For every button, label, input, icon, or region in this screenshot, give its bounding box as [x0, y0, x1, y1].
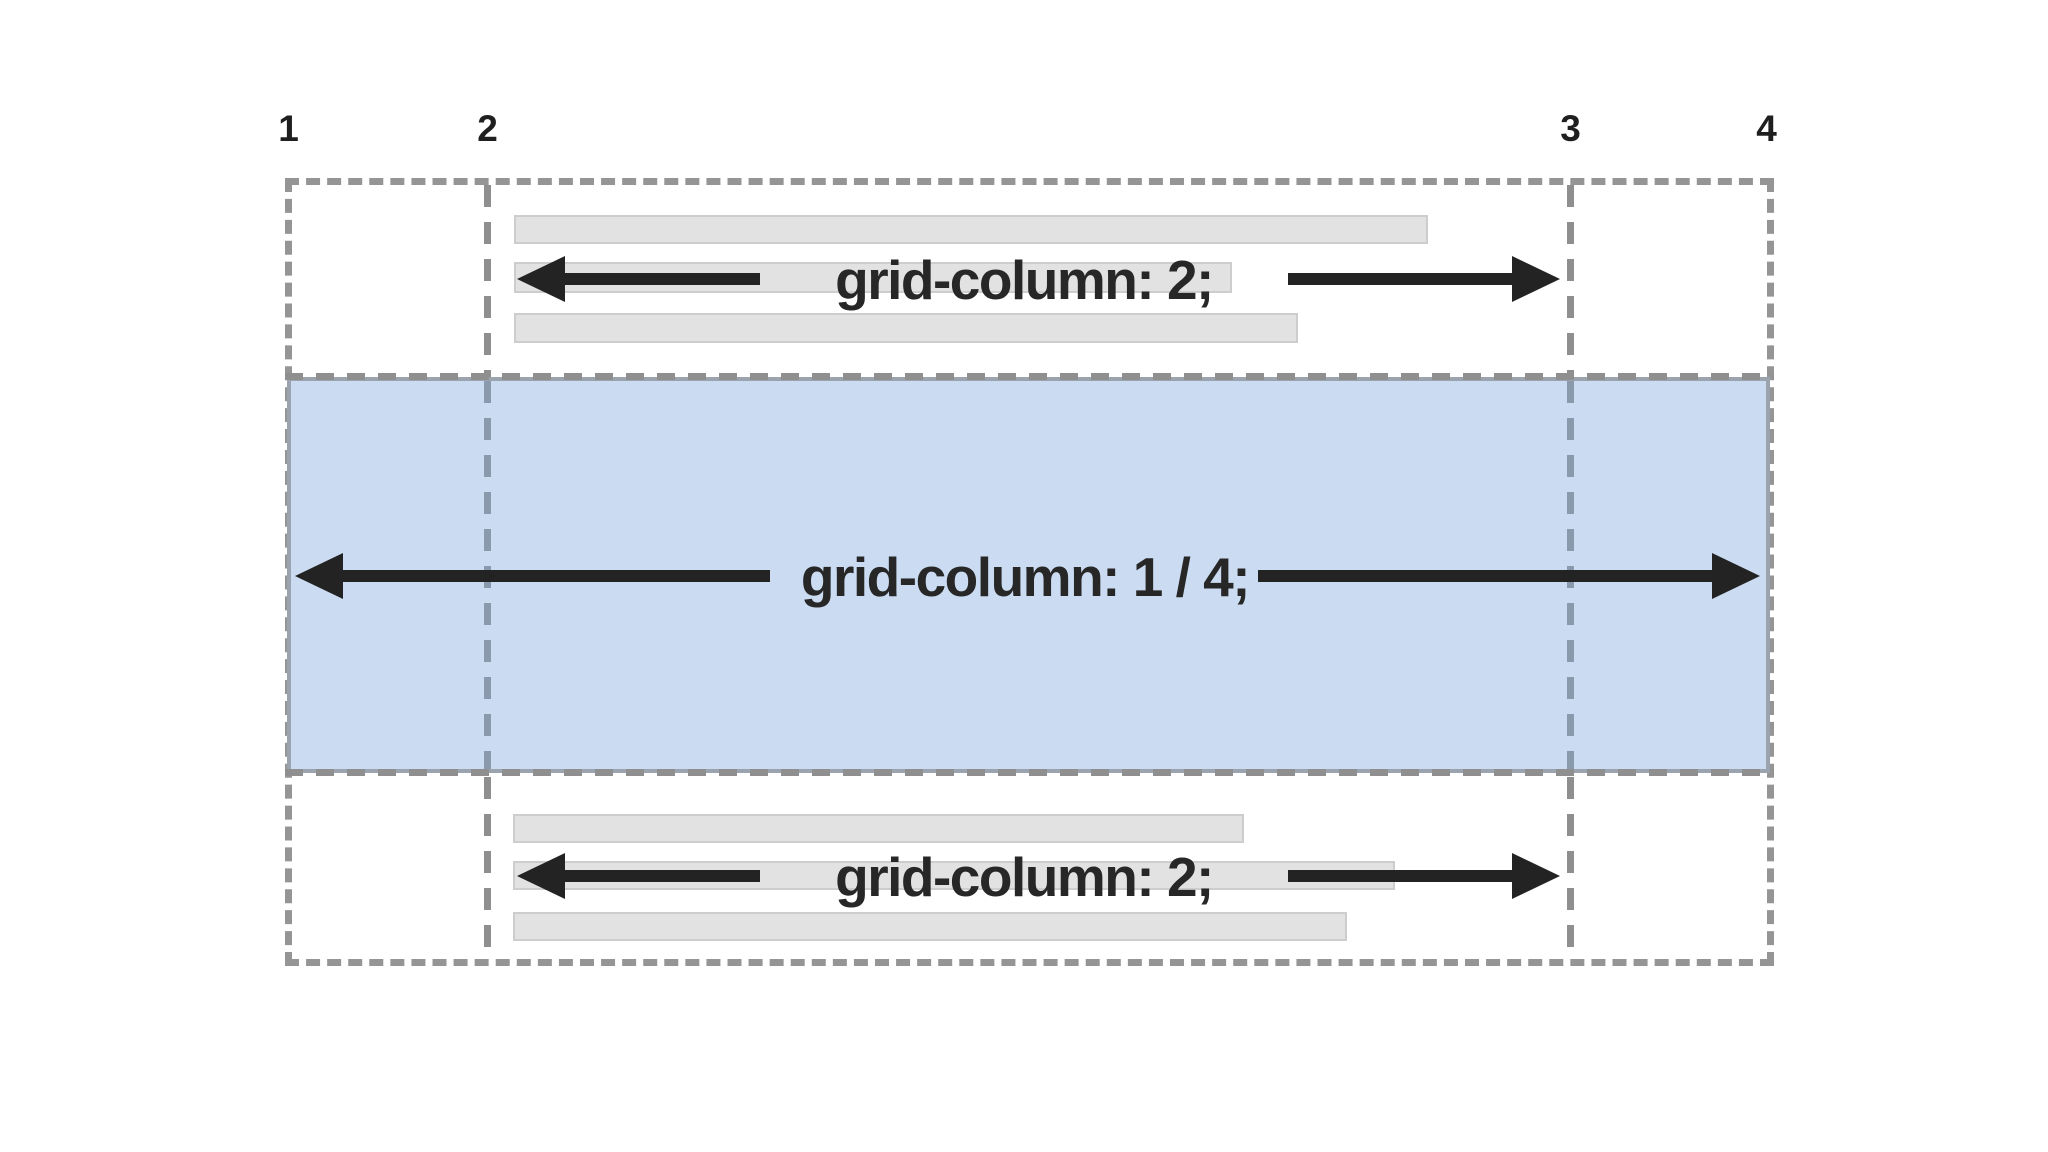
grid-line-number-3: 3	[1560, 108, 1581, 149]
grid-line-number-4: 4	[1756, 108, 1777, 149]
grid-line-number-1: 1	[278, 108, 299, 149]
text-placeholder-bar	[513, 912, 1347, 941]
text-placeholder-bar	[514, 215, 1428, 244]
grid-column-1-4-label: grid-column: 1 / 4;	[800, 546, 1251, 608]
grid-column-2-label-top: grid-column: 2;	[835, 249, 1214, 311]
grid-line-number-2: 2	[477, 108, 498, 149]
text-placeholder-bar	[514, 313, 1298, 343]
grid-row-line-bottom	[285, 769, 1774, 776]
text-placeholder-bar	[514, 262, 1232, 293]
grid-row-line-top	[285, 373, 1774, 380]
text-placeholder-bar	[513, 814, 1244, 843]
grid-column-2-label-bottom: grid-column: 2;	[835, 846, 1214, 908]
